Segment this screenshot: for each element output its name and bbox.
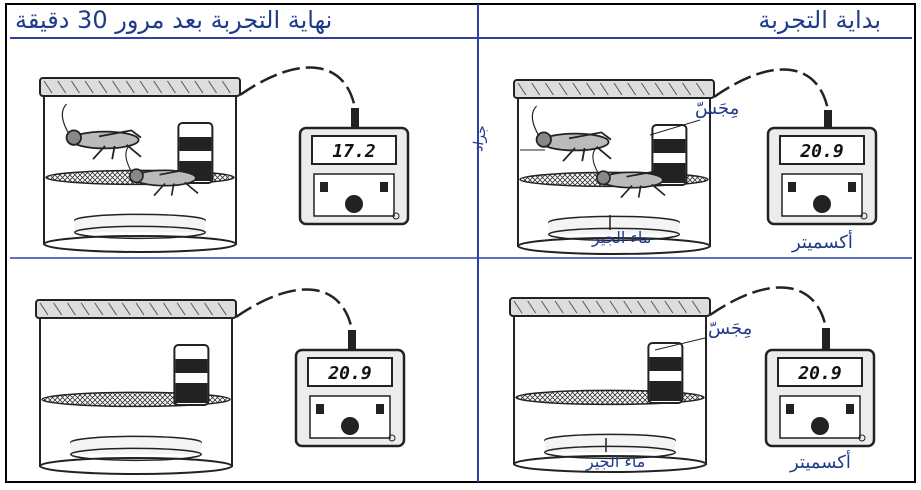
header-start-of-experiment: بداية التجربة	[758, 2, 881, 38]
sensor-label-top: مِجَسّ	[695, 98, 739, 119]
meter-reading: 17.2	[332, 141, 375, 162]
cable-plug	[351, 108, 359, 130]
sensor-label-bottom: مِجَسّ	[708, 318, 752, 339]
meter-top-left: 17.2	[300, 128, 408, 224]
oxymeter-label-bottom: أكسميتر	[790, 452, 851, 473]
cable-top-left	[240, 67, 355, 108]
jar-lid	[40, 78, 240, 96]
meter-indicator	[380, 182, 388, 192]
meter-indicator	[846, 404, 854, 414]
jar-lid	[510, 298, 710, 316]
lime-water-label-bottom: ماء الجير	[586, 452, 645, 471]
cable-bottom-left	[236, 289, 352, 330]
jar-bottom-right	[510, 298, 710, 472]
jar-lid	[36, 300, 236, 318]
meter-indicator	[788, 182, 796, 192]
jar-bottom-left	[36, 300, 236, 474]
meter-knob	[813, 195, 831, 213]
sensor-band	[179, 137, 211, 151]
meter-indicator	[376, 404, 384, 414]
meter-reading: 20.9	[797, 363, 841, 384]
sensor-band	[649, 357, 681, 371]
meter-indicator	[316, 404, 324, 414]
meter-knob	[345, 195, 363, 213]
sensor-band	[175, 383, 207, 403]
oxymeter-label-top: أكسميتر	[792, 232, 853, 253]
sensor-band	[175, 359, 207, 373]
cable-plug	[348, 330, 356, 352]
lime-water-label-top: ماء الجير	[592, 228, 651, 247]
jar-top-left	[40, 78, 240, 252]
locust-tl-1	[62, 104, 141, 159]
locust-antenna	[532, 106, 539, 136]
meter-indicator	[848, 182, 856, 192]
locust-tr-1	[532, 106, 611, 161]
sensor-band	[653, 139, 685, 153]
header-end-of-experiment: نهاية التجربة بعد مرور 30 دقيقة	[15, 2, 332, 38]
locust-antenna	[62, 104, 69, 134]
meter-indicator	[786, 404, 794, 414]
meter-knob	[341, 417, 359, 435]
meter-top-right: 20.9	[768, 128, 876, 224]
locust-antenna	[593, 147, 599, 175]
sensor-band	[649, 381, 681, 401]
meter-reading: 20.9	[799, 141, 843, 162]
meter-bottom-left: 20.9	[296, 350, 404, 446]
meter-reading: 20.9	[327, 363, 371, 384]
meter-bottom-right: 20.9	[766, 350, 874, 446]
jar-lid	[514, 80, 714, 98]
meter-knob	[811, 417, 829, 435]
meter-indicator	[320, 182, 328, 192]
cable-plug	[822, 328, 830, 350]
